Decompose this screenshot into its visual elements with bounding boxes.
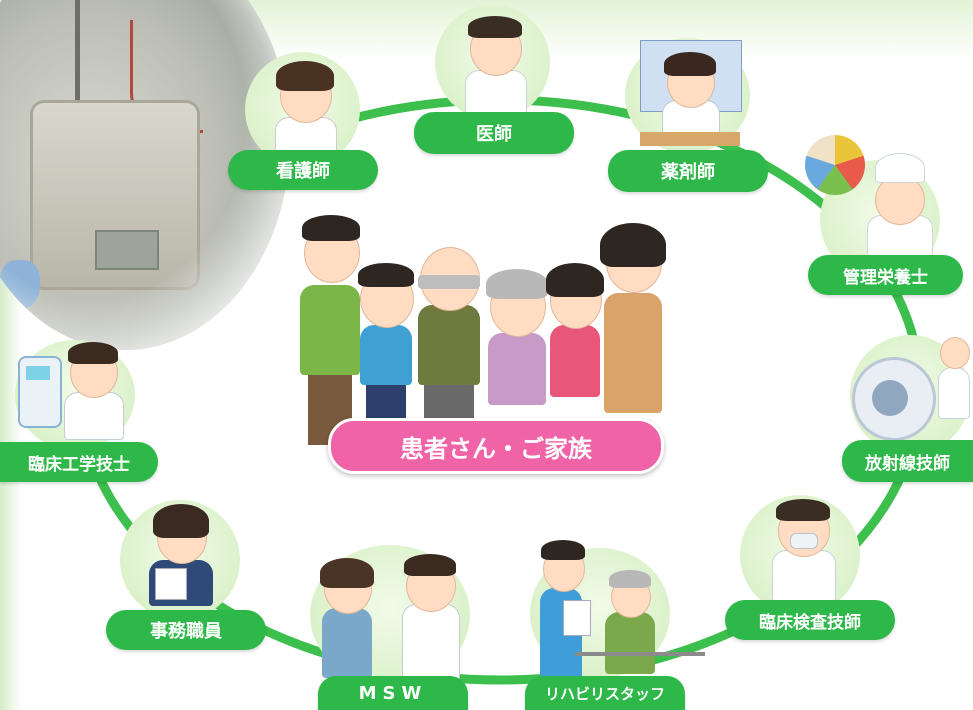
role-label-msw: MSW	[318, 676, 468, 710]
role-label-rehab: リハビリスタッフ	[525, 676, 685, 710]
role-label-dietitian: 管理栄養士	[808, 255, 963, 295]
role-label-radiology: 放射線技師	[842, 440, 973, 482]
role-label-clinical-engineer: 臨床工学技士	[0, 442, 158, 482]
role-label-doctor: 医師	[414, 112, 574, 154]
role-label-nurse: 看護師	[228, 150, 378, 190]
patient-family-label: 患者さん・ご家族	[328, 418, 664, 474]
role-label-lab: 臨床検査技師	[725, 600, 895, 640]
role-label-pharmacist: 薬剤師	[608, 150, 768, 192]
role-label-clerk: 事務職員	[106, 610, 266, 650]
